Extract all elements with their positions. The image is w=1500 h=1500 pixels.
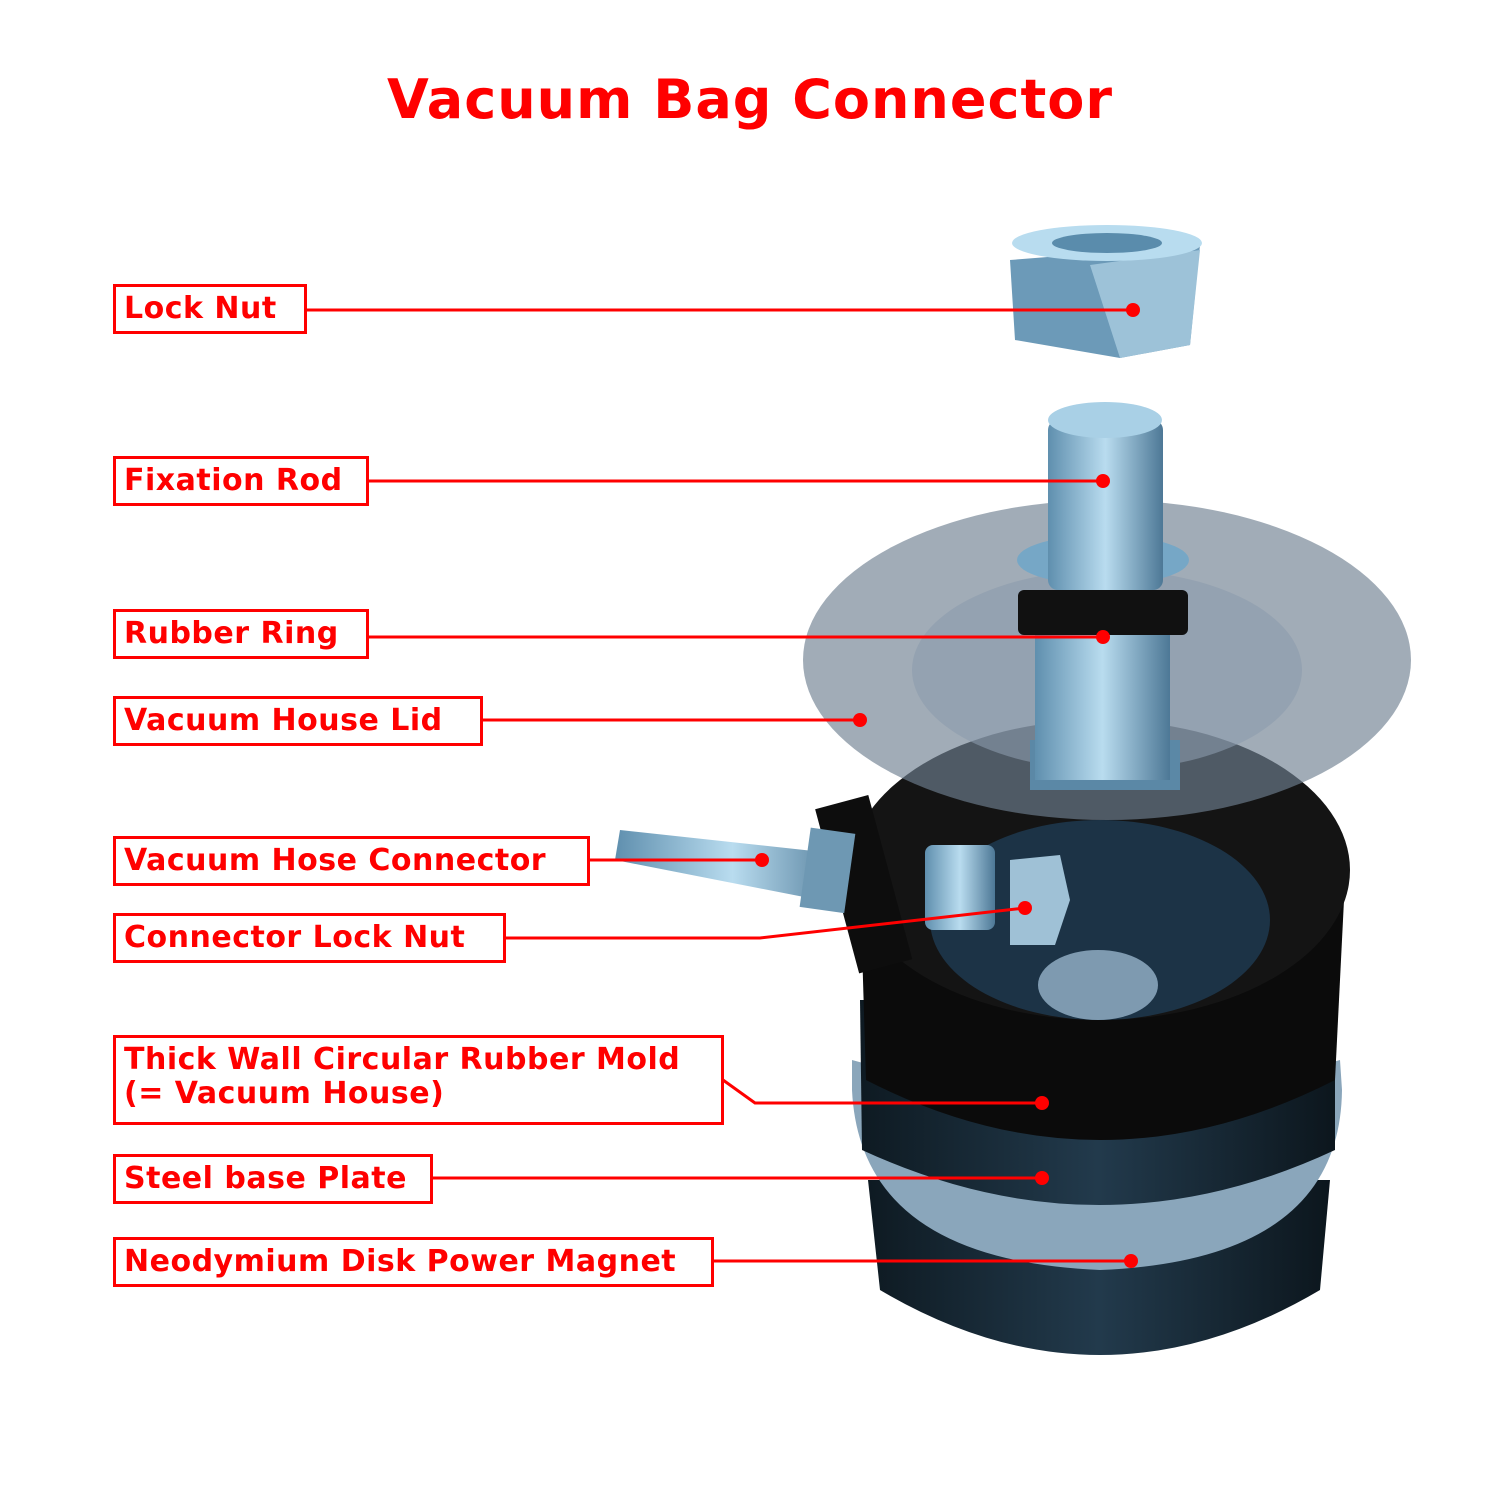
label-vacuum-hose-connector: Vacuum Hose Connector xyxy=(113,836,590,886)
dot-connector-lock-nut xyxy=(1018,901,1032,915)
hose-connector-shape xyxy=(615,827,1070,945)
lock-nut-shape xyxy=(1010,225,1202,358)
label-rubber-mold-line1: Thick Wall Circular Rubber Mold xyxy=(124,1042,681,1077)
leader-dots xyxy=(755,303,1140,1268)
dot-rubber-ring xyxy=(1096,630,1110,644)
label-rubber-ring: Rubber Ring xyxy=(113,609,369,659)
dot-lock-nut xyxy=(1126,303,1140,317)
fixation-rod-shape xyxy=(1017,402,1189,790)
leader-lines xyxy=(306,308,1133,1263)
dot-rubber-mold xyxy=(1035,1096,1049,1110)
label-rubber-mold: Thick Wall Circular Rubber Mold (= Vacuu… xyxy=(113,1035,724,1125)
dot-magnet xyxy=(1124,1254,1138,1268)
dot-steel-plate xyxy=(1035,1171,1049,1185)
label-fixation-rod: Fixation Rod xyxy=(113,456,369,506)
dot-lid xyxy=(853,713,867,727)
diagram-title: Vacuum Bag Connector xyxy=(386,68,1114,131)
dot-hose-connector xyxy=(755,853,769,867)
label-lock-nut: Lock Nut xyxy=(113,284,307,334)
label-steel-base-plate: Steel base Plate xyxy=(113,1154,433,1204)
label-rubber-mold-line2: (= Vacuum House) xyxy=(124,1076,445,1111)
label-magnet: Neodymium Disk Power Magnet xyxy=(113,1237,714,1287)
dot-fixation-rod xyxy=(1096,474,1110,488)
label-vacuum-house-lid: Vacuum House Lid xyxy=(113,696,483,746)
label-connector-lock-nut: Connector Lock Nut xyxy=(113,913,506,963)
rubber-mold-shape xyxy=(815,720,1350,1140)
